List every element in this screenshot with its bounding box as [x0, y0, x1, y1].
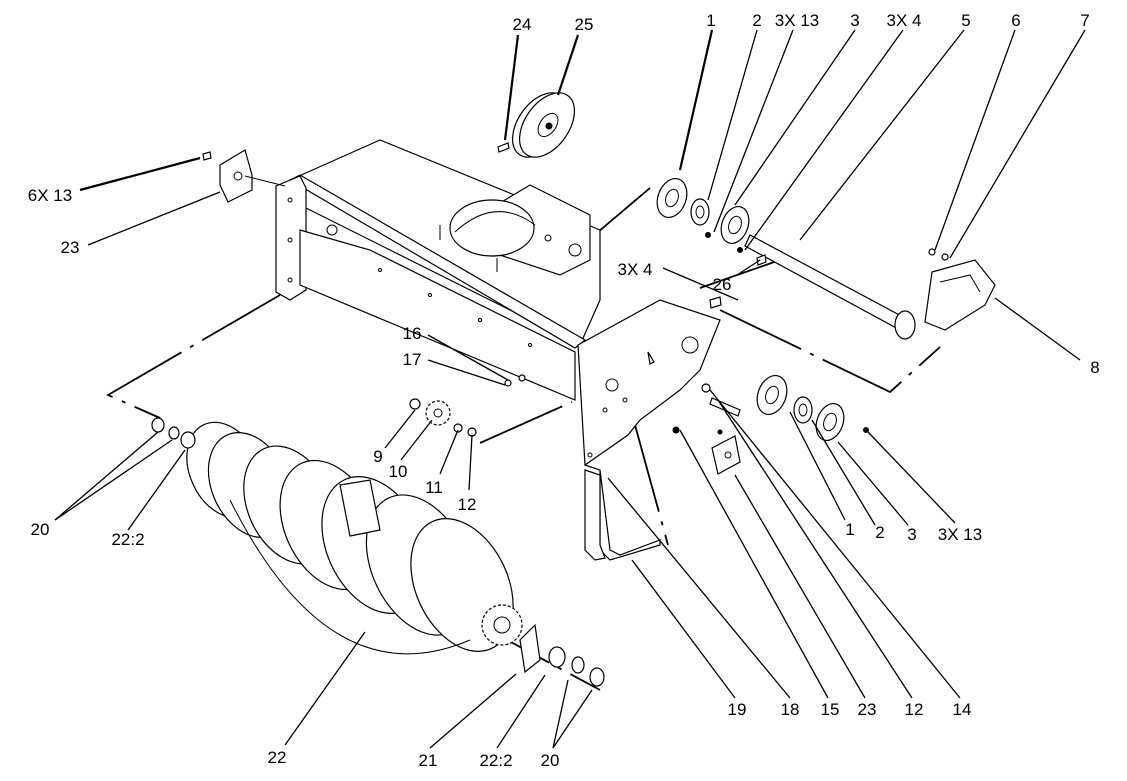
callout-3: 3 — [850, 11, 859, 30]
callout-1-lower: 1 — [845, 520, 854, 539]
callout-1: 1 — [706, 11, 715, 30]
callout-24: 24 — [513, 15, 532, 34]
callout-26: 26 — [713, 275, 732, 294]
callout-3x4-mid: 3X 4 — [618, 260, 653, 279]
drive-shaft — [709, 234, 916, 340]
leader-lines — [54, 29, 1086, 749]
lower-small-plate — [711, 435, 741, 475]
small-sprocket-group — [409, 374, 526, 437]
auger-sprocket-group — [151, 417, 605, 687]
pulley — [511, 92, 576, 158]
callout-3x13-lower: 3X 13 — [938, 525, 982, 544]
callout-2: 2 — [752, 11, 761, 30]
auger — [186, 421, 514, 655]
callout-7: 7 — [1080, 11, 1089, 30]
callout-9: 9 — [373, 447, 382, 466]
callout-6: 6 — [1011, 11, 1020, 30]
callout-22-2-lower: 22:2 — [479, 751, 512, 770]
callout-3x13: 3X 13 — [775, 11, 819, 30]
callout-18: 18 — [781, 700, 800, 719]
callout-21: 21 — [419, 751, 438, 770]
callout-23: 23 — [61, 238, 80, 257]
callout-19: 19 — [728, 700, 747, 719]
callout-15: 15 — [821, 700, 840, 719]
callout-8: 8 — [1090, 358, 1099, 377]
callout-labels: 24 25 1 2 3X 13 3 3X 4 5 6 7 6X 13 23 3X… — [28, 11, 1100, 770]
callout-11: 11 — [425, 478, 443, 497]
upper-bearing-group — [656, 178, 750, 253]
left-bearing-plate — [202, 149, 286, 203]
side-plate — [577, 299, 721, 561]
callout-16: 16 — [403, 324, 422, 343]
lower-bearing-group — [647, 351, 869, 441]
callout-20: 20 — [31, 520, 50, 539]
callout-25: 25 — [575, 15, 594, 34]
callout-5: 5 — [961, 11, 970, 30]
callout-17: 17 — [403, 350, 422, 369]
callout-12: 12 — [458, 495, 477, 514]
callout-12-lower: 12 — [905, 700, 924, 719]
callout-6x13: 6X 13 — [28, 186, 72, 205]
pulley-bolt — [497, 142, 510, 153]
callout-14: 14 — [953, 700, 972, 719]
callout-22: 22 — [268, 748, 287, 767]
callout-23-lower: 23 — [858, 700, 877, 719]
callout-10: 10 — [389, 462, 408, 481]
callout-3x4: 3X 4 — [887, 11, 922, 30]
auger-housing — [275, 139, 601, 401]
callout-20-lower: 20 — [541, 751, 560, 770]
callout-3-lower: 3 — [907, 525, 916, 544]
callout-2-lower: 2 — [875, 523, 884, 542]
callout-22-2: 22:2 — [111, 530, 144, 549]
drive-cover — [924, 248, 996, 331]
